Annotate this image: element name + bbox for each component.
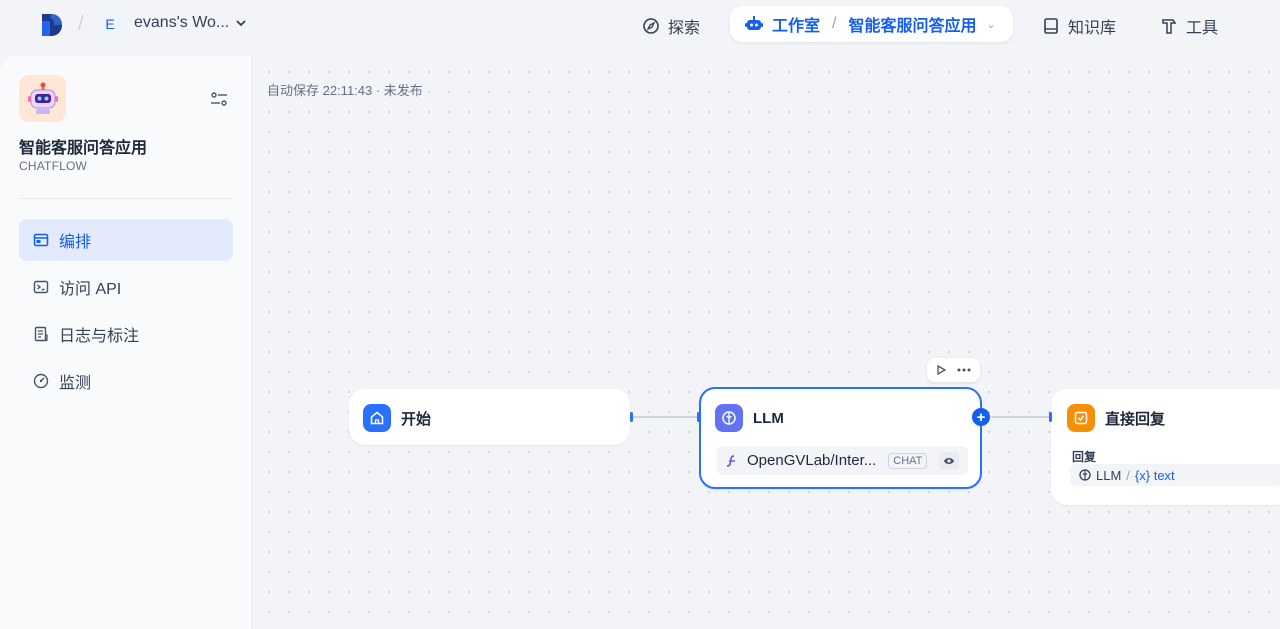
- dify-logo[interactable]: [38, 12, 64, 38]
- app-settings-icon[interactable]: [208, 88, 230, 110]
- app-icon: [19, 75, 66, 122]
- reply-icon: [1067, 404, 1095, 432]
- app-name: 智能客服问答应用: [19, 140, 148, 157]
- node-llm-input-handle[interactable]: [697, 412, 700, 422]
- nav-explore[interactable]: 探索: [642, 14, 700, 38]
- variable-reference: LLM / {x} text: [1070, 464, 1280, 486]
- node-start-output-handle[interactable]: [630, 412, 633, 422]
- current-app-name[interactable]: 智能客服问答应用: [848, 18, 977, 35]
- layout-icon: [33, 233, 49, 247]
- variable-name: {x} text: [1134, 467, 1175, 483]
- nav-studio-label: 工作室: [772, 18, 821, 35]
- gauge-icon: [33, 373, 49, 389]
- terminal-icon: [33, 280, 49, 294]
- sidebar-item-api[interactable]: 访问 API: [19, 266, 233, 308]
- workspace-name: evans's Wo...: [134, 14, 230, 31]
- node-title: 直接回复: [1105, 410, 1166, 428]
- node-llm[interactable]: LLM OpenGVLab/Inter... CHAT: [699, 387, 982, 489]
- more-icon[interactable]: [956, 364, 972, 376]
- top-bar: / E evans's Wo... 探索 工作室 / 智能客服问答应用 ⌄ 知识…: [0, 0, 1280, 56]
- autosave-status: 自动保存 22:11:43 · 未发布: [267, 83, 423, 98]
- robot-avatar-icon: [27, 82, 58, 114]
- node-title: 开始: [401, 410, 432, 428]
- node-answer-input-handle[interactable]: [1049, 412, 1052, 422]
- node-answer[interactable]: 直接回复 回复 LLM / {x} text: [1051, 389, 1280, 505]
- nav-studio[interactable]: 工作室 / 智能客服问答应用 ⌄: [730, 6, 1013, 42]
- vision-icon: [939, 451, 960, 470]
- file-text-icon: [34, 326, 48, 342]
- sidebar-item-label: 访问 API: [59, 281, 122, 298]
- brain-icon: [1079, 469, 1091, 481]
- sidebar-item-label: 日志与标注: [59, 328, 140, 345]
- nav-tools[interactable]: 工具: [1160, 14, 1218, 38]
- node-start[interactable]: 开始: [349, 389, 630, 445]
- chevron-down-icon[interactable]: ⌄: [986, 18, 996, 31]
- mode-badge: CHAT: [888, 452, 928, 469]
- sidebar-item-label: 监测: [59, 375, 92, 392]
- sidebar-item-orchestrate[interactable]: 编排: [19, 219, 233, 261]
- model-provider-icon: [726, 454, 735, 467]
- book-icon: [1044, 18, 1058, 34]
- workflow-canvas[interactable]: 自动保存 22:11:43 · 未发布 开始 LLM OpenGVLab/Int…: [253, 56, 1280, 629]
- home-icon: [363, 404, 391, 432]
- add-node-button[interactable]: +: [972, 408, 990, 426]
- brain-icon: [715, 404, 743, 432]
- play-icon[interactable]: [935, 364, 947, 376]
- hammer-icon: [1162, 19, 1177, 34]
- sidebar-item-label: 编排: [59, 234, 92, 251]
- sidebar-item-monitor[interactable]: 监测: [19, 360, 233, 402]
- variable-separator: /: [1126, 467, 1130, 483]
- node-toolbar: [927, 358, 980, 382]
- model-name: OpenGVLab/Inter...: [747, 452, 877, 469]
- divider: [19, 198, 232, 199]
- compass-icon: [643, 18, 659, 34]
- model-selector[interactable]: OpenGVLab/Inter... CHAT: [717, 446, 968, 475]
- variable-node: LLM: [1096, 467, 1122, 483]
- workspace-avatar[interactable]: E: [98, 12, 122, 36]
- app-sidebar: 智能客服问答应用 CHATFLOW 编排 访问 API 日志与标注 监测: [0, 56, 252, 629]
- reply-field-label: 回复: [1072, 450, 1097, 464]
- edge-llm-answer: [991, 416, 1051, 418]
- sidebar-item-logs[interactable]: 日志与标注: [19, 313, 233, 355]
- edge-start-llm: [633, 416, 699, 418]
- chevron-down-icon: [236, 20, 246, 27]
- robot-icon: [745, 16, 763, 30]
- nav-knowledge[interactable]: 知识库: [1042, 14, 1116, 38]
- node-title: LLM: [753, 409, 784, 427]
- workspace-switcher[interactable]: evans's Wo...: [134, 14, 247, 32]
- breadcrumb-separator: /: [78, 13, 84, 35]
- breadcrumb-separator: /: [832, 15, 837, 32]
- app-type: CHATFLOW: [19, 159, 88, 173]
